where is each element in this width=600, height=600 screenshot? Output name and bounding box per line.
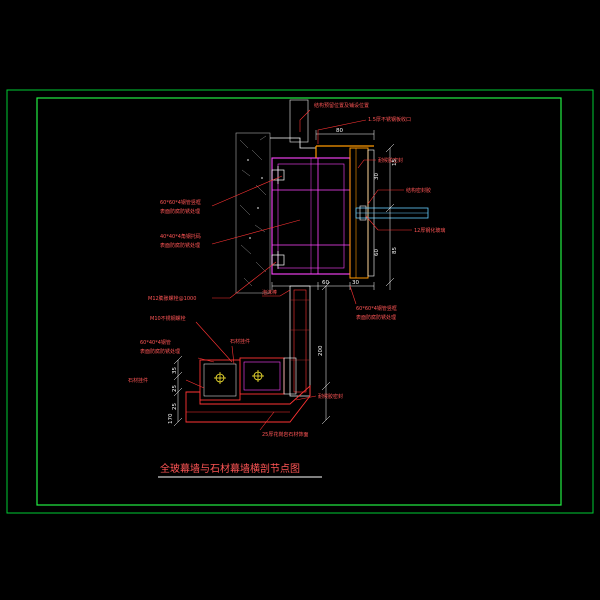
dim-tall-2: 200 [318,345,324,356]
dim-left-3: 25 [172,403,178,410]
label-steel-tube-2b: 表面防腐防锈处理 [160,242,200,249]
glass-fin [355,205,429,221]
label-steel-tube-2a: 40*40*4角钢托码 [160,233,201,240]
drawing-title: 全玻幕墙与石材幕墙横剖节点图 [160,462,300,475]
dim-left-2: 25 [172,385,178,392]
anchor-bolt-bottom [271,251,285,269]
label-stone-hanger: 石材挂件 [128,377,148,384]
dim-left-1: 35 [172,367,178,374]
label-wall-bolt: M12膨胀螺栓@1000 [148,295,196,302]
stone-return [185,384,311,423]
annotations: 结构预留位置及铺设位置 1.5厚不锈钢板收口 耐候胶密封 结构密封胶 12厚钢化… [128,102,445,438]
label-steel-tube-1b: 表面防腐防锈处理 [160,208,200,215]
dim-vert-b: 15 [392,159,398,166]
label-corner-sealant: 耐候胶密封 [318,393,343,400]
dim-vert-c: 60 [374,249,380,256]
label-channel-a: 60*40*4钢管 [140,339,171,346]
label-bottom-left: 泡沫棒 [262,289,277,296]
concrete-wall [235,132,271,294]
inner-frame [36,97,562,506]
stone-brackets [199,357,297,401]
label-channel-b: 表面防腐防锈处理 [140,348,180,355]
label-structural-glue: 结构密封胶 [406,187,431,194]
dim-top: 80 [336,128,343,134]
label-steel-tube-1a: 60*60*4钢管竖框 [160,199,201,206]
right-dimension [385,143,395,290]
leader-lines [185,109,412,431]
dim-bottom-a: 60 [322,280,329,286]
top-structure [270,99,316,149]
label-bottom-pipe-b: 表面防腐防锈处理 [356,314,396,321]
dim-left-4: 170 [168,413,174,424]
dim-bottom-b: 30 [352,280,359,286]
label-stone-adhesive: M10不锈钢螺栓 [150,315,186,322]
mid-dimension [271,282,375,290]
lower-left-dimension [173,355,183,427]
dim-vert-a: 30 [374,173,380,180]
top-dimension [315,130,375,140]
label-stone-finish: 25厚花岗岩石材饰面 [262,431,308,438]
lower-right-dimension [321,281,331,425]
label-stone-clip: 石材挂件 [230,338,250,345]
glass-panel [315,145,375,279]
label-steel-plate: 1.5厚不锈钢板收口 [368,116,411,123]
dimension-texts: 80 30 60 15 60 30 85 200 35 25 25 170 [168,128,398,424]
outer-frame [6,89,594,514]
stone-column [289,285,311,397]
label-seal-glue: 耐候胶密封 [378,157,403,164]
dim-tall-1: 85 [392,247,398,254]
label-tempered-glass: 12厚钢化玻璃 [414,227,445,234]
label-bottom-pipe-a: 60*60*4钢管竖框 [356,305,397,312]
label-top-note: 结构预留位置及铺设位置 [314,102,369,109]
anchor-bolt-top [271,166,285,184]
